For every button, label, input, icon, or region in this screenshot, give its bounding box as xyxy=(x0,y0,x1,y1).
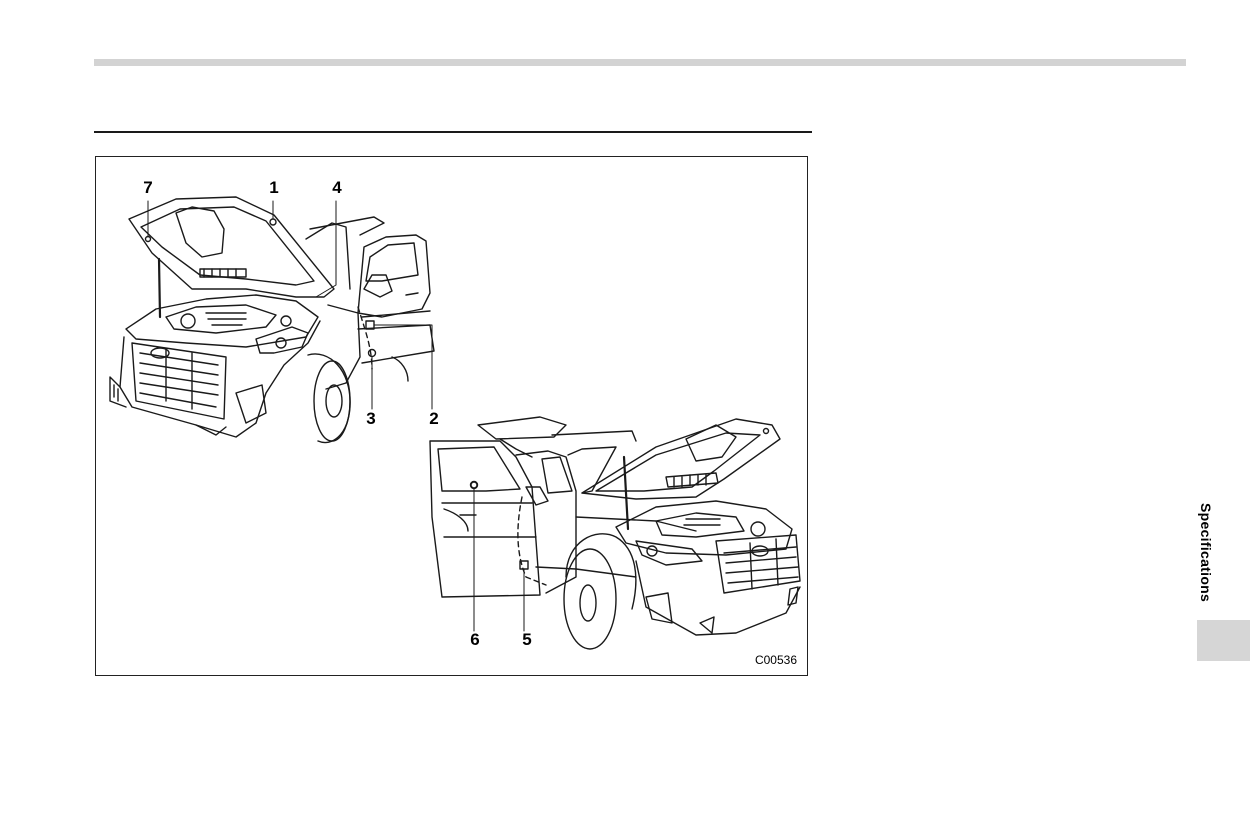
callout-6: 6 xyxy=(470,630,480,649)
callout-3: 3 xyxy=(366,409,376,428)
callout-2: 2 xyxy=(429,409,439,428)
callout-7: 7 xyxy=(143,178,153,197)
callout-1: 1 xyxy=(269,178,279,197)
vehicle-label-location-figure: 7 1 4 3 2 6 5 C00536 xyxy=(95,156,808,676)
chapter-tab-label: Specifications xyxy=(1198,503,1214,603)
header-rule xyxy=(94,59,1186,66)
section-rule xyxy=(94,131,812,133)
figure-code: C00536 xyxy=(754,653,797,667)
callout-4: 4 xyxy=(332,178,342,197)
car-front-right-view xyxy=(429,416,801,650)
callout-5: 5 xyxy=(522,630,532,649)
vehicle-illustration xyxy=(109,196,801,650)
car-front-left-view xyxy=(109,196,435,444)
chapter-tab-marker xyxy=(1197,620,1250,661)
